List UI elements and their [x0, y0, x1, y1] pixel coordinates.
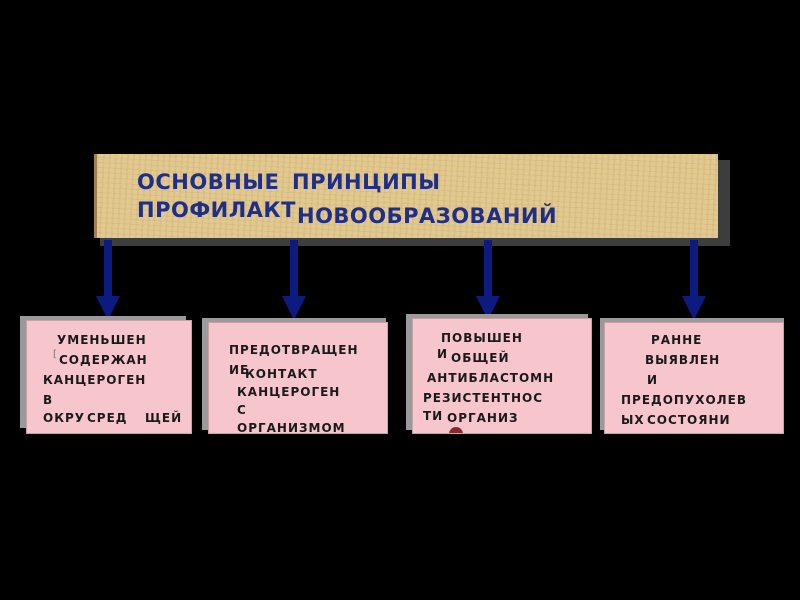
box-2-line-5: С — [237, 403, 247, 417]
box-3-line-3: ОБЩЕЙ — [451, 351, 510, 365]
title-box: ОСНОВНЫЕ ПРИНЦИПЫ ПРОФИЛАКТ НОВООБРАЗОВА… — [94, 154, 718, 238]
box-4-line-3: И — [647, 373, 659, 387]
box-1-line-1: УМЕНЬШЕН — [57, 333, 147, 347]
arrow-3 — [476, 240, 500, 320]
box-1-line-4: В — [43, 393, 54, 407]
box-3-line-5: РЕЗИСТЕНТНОС — [423, 391, 544, 405]
box-4-line-5: ЫХ — [621, 413, 645, 427]
arrow-4 — [682, 240, 706, 320]
box-3-overflow-mark — [449, 427, 463, 433]
box-1-line-3: КАНЦЕРОГЕН — [43, 373, 147, 387]
box-3-line-2: И — [437, 347, 449, 361]
box-4-line-6: СОСТОЯНИ — [647, 413, 731, 427]
box-2-line-2: ИЕ — [229, 363, 250, 377]
box-4-line-1: РАННЕ — [651, 333, 703, 347]
box-3-line-7: ОРГАНИЗ — [447, 411, 519, 425]
principle-box-4: РАННЕ ВЫЯВЛЕН И ПРЕДОПУХОЛЕВ ЫХ СОСТОЯНИ — [604, 322, 784, 434]
box-2-line-4: КАНЦЕРОГЕН — [237, 385, 341, 399]
box-4-line-2: ВЫЯВЛЕН — [645, 353, 721, 367]
box-3-line-6: ТИ — [423, 409, 444, 423]
box-2-line-6: ОРГАНИЗМОМ — [237, 421, 346, 434]
box-4-line-4: ПРЕДОПУХОЛЕВ — [621, 393, 747, 407]
principle-box-1: УМЕНЬШЕН [ СОДЕРЖАН КАНЦЕРОГЕН В ОКРУ СР… — [26, 320, 192, 434]
arrow-2 — [282, 240, 306, 320]
box-2-line-3: КОНТАКТ — [245, 367, 318, 381]
title-word-profilakt: ПРОФИЛАКТ — [137, 198, 296, 222]
title-word-osnovnye: ОСНОВНЫЕ — [137, 170, 280, 194]
box-3-line-1: ПОВЫШЕН — [441, 331, 523, 345]
box-1-line-5: ОКРУ — [43, 411, 86, 425]
box-1-ghost-1: [ — [53, 349, 58, 360]
box-1-line-2: СОДЕРЖАН — [59, 353, 148, 367]
box-3-line-4: АНТИБЛАСТОМН — [427, 371, 555, 385]
title-word-principy: ПРИНЦИПЫ — [292, 170, 441, 194]
arrow-1 — [96, 240, 120, 320]
box-1-line-7: ЩЕЙ — [145, 411, 183, 425]
box-1-line-6: СРЕД — [87, 411, 128, 425]
box-2-line-1: ПРЕДОТВРАЩЕН — [229, 343, 359, 357]
principle-box-3: ПОВЫШЕН И ОБЩЕЙ АНТИБЛАСТОМН РЕЗИСТЕНТНО… — [412, 318, 592, 434]
title-word-novoobrazovaniy: НОВООБРАЗОВАНИЙ — [297, 204, 558, 228]
principle-box-2: ПРЕДОТВРАЩЕН ИЕ КОНТАКТ КАНЦЕРОГЕН С ОРГ… — [208, 322, 388, 434]
